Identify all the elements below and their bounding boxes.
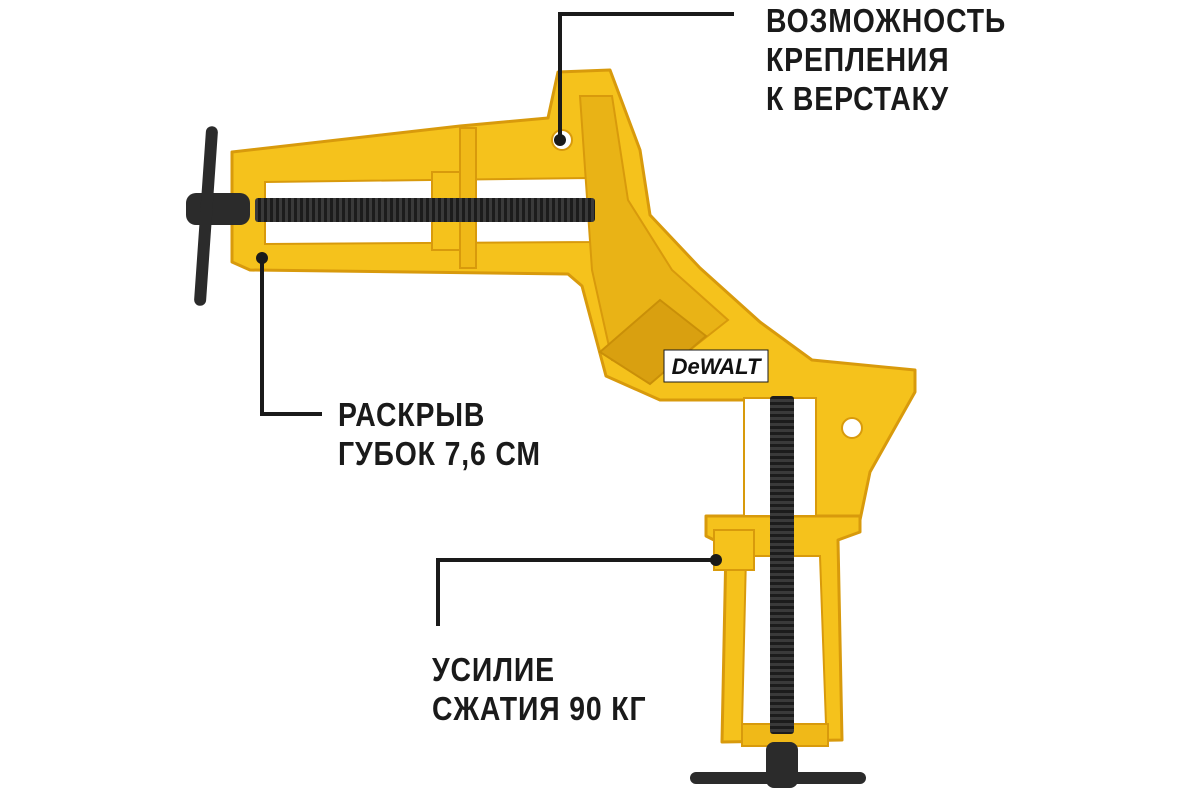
leader-dot-jaw bbox=[256, 252, 268, 264]
leader-dots bbox=[256, 134, 722, 566]
callout-force-line-1: УСИЛИЕ bbox=[432, 651, 555, 688]
callout-clamping-force: УСИЛИЕ СЖАТИЯ 90 КГ bbox=[432, 651, 646, 729]
callout-jaw-line-2: ГУБОК 7,6 СМ bbox=[338, 434, 541, 472]
callout-mount-line-3: К ВЕРСТАКУ bbox=[766, 79, 949, 117]
horizontal-screw bbox=[186, 126, 595, 306]
leader-dot-force bbox=[710, 554, 722, 566]
leader-line-jaw bbox=[260, 258, 322, 416]
callout-mount-line-2: КРЕПЛЕНИЯ bbox=[766, 40, 950, 78]
brand-logo: DeWALT bbox=[663, 349, 769, 383]
leader-line-mount bbox=[558, 12, 734, 138]
callout-jaw-opening: РАСКРЫВ ГУБОК 7,6 СМ bbox=[338, 396, 541, 474]
brand-logo-text: DeWALT bbox=[672, 354, 762, 379]
leader-dot-mount bbox=[554, 134, 566, 146]
callout-mount-line-1: ВОЗМОЖНОСТЬ bbox=[766, 2, 1007, 39]
callout-force-line-2: СЖАТИЯ 90 КГ bbox=[432, 689, 647, 727]
vertical-screw bbox=[690, 396, 866, 788]
leader-line-force bbox=[436, 558, 712, 626]
callout-workbench-mount: ВОЗМОЖНОСТЬ КРЕПЛЕНИЯ К ВЕРСТАКУ bbox=[766, 2, 1006, 119]
leader-lines bbox=[260, 12, 734, 626]
callout-jaw-line-1: РАСКРЫВ bbox=[338, 396, 486, 433]
